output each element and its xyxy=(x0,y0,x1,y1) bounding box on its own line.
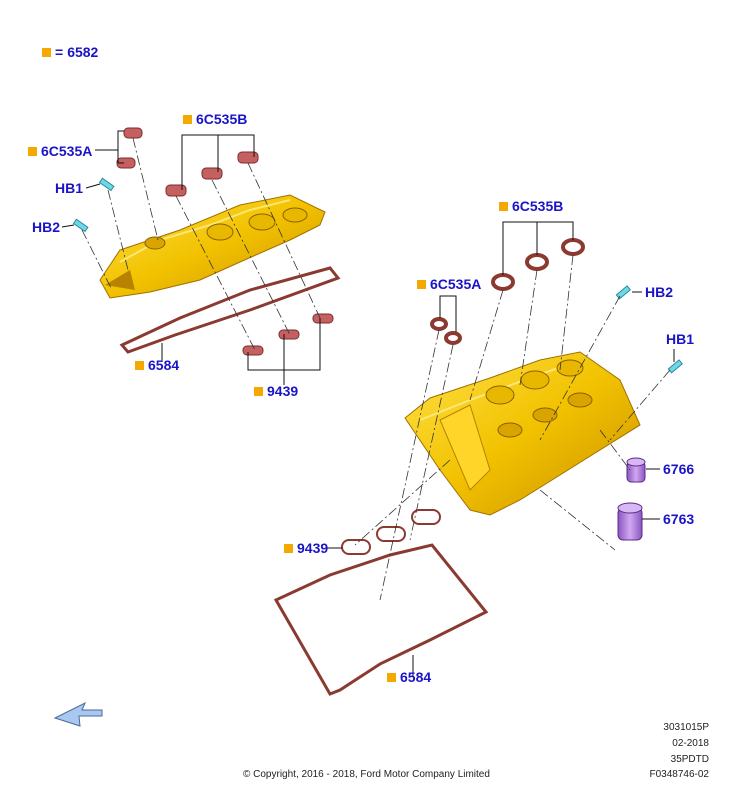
sensor-6766 xyxy=(626,457,646,483)
callout-9439-left: 9439 xyxy=(254,383,298,399)
callout-text: 6584 xyxy=(148,357,180,373)
callout-text: 6C535B xyxy=(512,198,564,214)
callout-6C535B-right: 6C535B xyxy=(499,198,563,214)
callout-9439-right: 9439 xyxy=(284,540,328,556)
callout-text: 9439 xyxy=(267,383,299,399)
marker-icon xyxy=(417,279,426,289)
callout-text: HB2 xyxy=(645,284,674,300)
left-gasket-6584 xyxy=(119,266,341,354)
marker-icon xyxy=(284,543,293,553)
copyright: © Copyright, 2016 - 2018, Ford Motor Com… xyxy=(243,769,490,780)
direction-arrow-icon xyxy=(53,701,103,727)
callout-text: 6584 xyxy=(400,669,432,685)
right-leader-lines xyxy=(326,221,675,676)
callout-6584-left: 6584 xyxy=(135,357,179,373)
right-seals-6C535B xyxy=(491,238,585,291)
legend-marker-icon xyxy=(42,47,51,57)
legend: = 6582 xyxy=(42,44,98,60)
callout-6C535A-left: 6C535A xyxy=(28,143,92,159)
left-centerlines xyxy=(81,137,321,351)
right-valve-cover xyxy=(404,351,641,516)
figure-number: F0348746-02 xyxy=(649,769,710,780)
marker-icon xyxy=(183,114,192,124)
callout-text: 6766 xyxy=(663,461,695,477)
callout-text: HB1 xyxy=(55,180,84,196)
legend-code: 6582 xyxy=(67,44,99,60)
callout-6C535A-right: 6C535A xyxy=(417,276,481,292)
callout-text: 6C535A xyxy=(430,276,482,292)
callout-6763: 6763 xyxy=(663,511,694,527)
callout-HB2-right: HB2 xyxy=(645,284,673,300)
left-seals-6C535B xyxy=(165,151,259,197)
right-fasteners xyxy=(615,285,683,374)
reference-number: 3031015P xyxy=(663,722,709,733)
left-seals-6C535A xyxy=(116,127,143,169)
callout-HB1-left: HB1 xyxy=(55,180,83,196)
legend-equals: = xyxy=(55,44,64,60)
callout-6766: 6766 xyxy=(663,461,694,477)
marker-icon xyxy=(387,672,396,682)
date-code: 02-2018 xyxy=(672,738,709,749)
left-valve-cover xyxy=(99,194,326,299)
callout-6C535B-left: 6C535B xyxy=(183,111,247,127)
callout-text: HB2 xyxy=(32,219,61,235)
marker-icon xyxy=(254,386,263,396)
marker-icon xyxy=(135,360,144,370)
marker-icon xyxy=(499,201,508,211)
right-seals-9439 xyxy=(341,509,441,555)
marker-icon xyxy=(28,146,37,156)
left-leader-lines xyxy=(61,130,321,385)
callout-text: HB1 xyxy=(666,331,695,347)
callout-HB1-right: HB1 xyxy=(666,331,694,347)
callout-text: 6763 xyxy=(663,511,695,527)
right-gasket-6584 xyxy=(273,543,489,696)
callout-HB2-left: HB2 xyxy=(32,219,60,235)
callout-text: 6C535B xyxy=(196,111,248,127)
callout-text: 9439 xyxy=(297,540,329,556)
callout-text: 6C535A xyxy=(41,143,93,159)
left-fasteners xyxy=(72,177,115,233)
right-seals-6C535A xyxy=(430,317,462,345)
valve-6763 xyxy=(617,502,643,541)
right-centerlines xyxy=(354,254,671,601)
callout-6584-right: 6584 xyxy=(387,669,431,685)
model-code: 35PDTD xyxy=(670,754,709,765)
